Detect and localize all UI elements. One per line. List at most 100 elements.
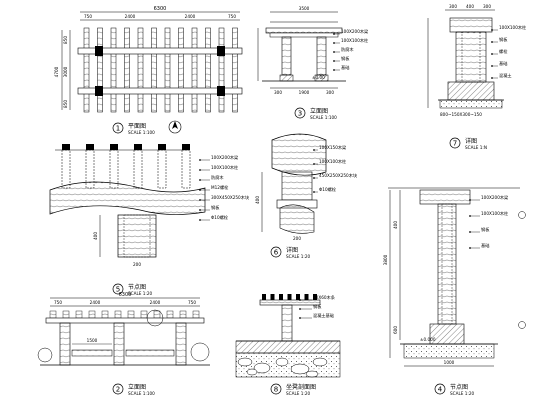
plan-slat <box>83 27 90 113</box>
sec8-slats <box>262 294 317 300</box>
beam-rafter <box>61 149 71 189</box>
sec8-slat <box>304 294 309 300</box>
beam-rafter-cap <box>134 144 142 150</box>
side-rafter <box>192 310 200 319</box>
sec8-number: 8 <box>274 386 278 394</box>
leader-note: 100X100木柱 <box>211 164 239 171</box>
leader-note: 100X200木梁 <box>341 28 369 35</box>
sec8-slat <box>296 294 300 300</box>
sec8-scale: SCALE 1:20 <box>286 391 310 396</box>
leader-note: Φ10螺栓 <box>211 214 229 221</box>
front-title: 立面图 <box>310 107 328 115</box>
plan-slat <box>124 27 130 113</box>
leader-note: 基础 <box>499 60 507 67</box>
gravel-stone <box>237 357 253 367</box>
detail7-bottom: 800~150X300~150 <box>440 112 482 117</box>
sec8-slat <box>262 294 266 300</box>
leader-note: 100X200木梁 <box>211 154 239 161</box>
detail7-number: 7 <box>453 140 457 148</box>
detail-6: 400 200 100X150木梁100X100木柱450X250X250木块Φ… <box>255 133 358 259</box>
beam-rafter <box>133 149 143 189</box>
beam5-notes: 100X200木梁100X100木柱防腐木M12螺栓300X450X250木块钢… <box>199 154 250 221</box>
sec4-height-1: 3800 <box>383 254 388 265</box>
sec4-width-dim: 1000 <box>444 360 455 365</box>
leader-note: 钢板 <box>313 303 322 310</box>
beam-5-main <box>49 181 206 215</box>
plan-post <box>95 46 103 56</box>
beam-rafter-cap <box>158 144 166 150</box>
front-column <box>316 36 327 76</box>
gravel-stone <box>275 357 289 367</box>
front-number: 3 <box>298 110 302 118</box>
detail7-dim-2: 400 <box>466 4 474 9</box>
sec8-slat <box>279 294 283 300</box>
gravel-stone <box>246 368 258 376</box>
leader-note: 防腐木 <box>211 174 224 181</box>
side-bench-dim: 1500 <box>87 338 98 343</box>
beam-rafter <box>181 149 191 189</box>
plan-slat <box>151 27 157 113</box>
plan-slat <box>178 27 184 113</box>
detail7-dim-3: 300 <box>483 4 491 9</box>
side-rafter <box>49 310 57 319</box>
side-dim-1: 750 <box>54 300 62 305</box>
leader-note: 300X450X250木块 <box>211 194 250 201</box>
front-column <box>281 36 292 76</box>
leader-note: 450X250X250木块 <box>319 172 358 179</box>
front-elevation-mark: ±0.00 <box>312 75 325 80</box>
leader-note: 螺栓 <box>499 48 508 55</box>
leader-note: 100X200木梁 <box>481 194 509 201</box>
leader-note: 钢板 <box>211 204 220 211</box>
leader-note: 基础 <box>481 242 489 249</box>
beam-slats <box>61 144 191 189</box>
leader-note: 100X100木柱 <box>341 37 369 44</box>
sec4-number: 4 <box>438 386 443 394</box>
leader-note: 钢板 <box>481 226 490 233</box>
leader-note: 钢板 <box>341 55 350 62</box>
detail6-number: 6 <box>274 249 279 257</box>
side-number: 2 <box>116 386 120 394</box>
sec4-elevation-mark: ±0.000 <box>420 337 436 342</box>
plan-dim-2: 2400 <box>125 14 136 19</box>
side-rafter <box>153 310 161 319</box>
front-bottom-dim-2: 1900 <box>299 90 310 95</box>
plan-beam <box>77 87 243 95</box>
plan-side-total: 4700 <box>54 66 59 77</box>
side-rafter <box>62 310 70 319</box>
plan-number: 1 <box>116 125 120 133</box>
detail-7: 300 400 300 800~150X300~150 100X100木柱钢板螺… <box>427 4 527 150</box>
plan-slat <box>205 27 211 113</box>
sec8-stones <box>237 357 328 378</box>
sec8-title: 坐凳剖面图 <box>286 383 316 391</box>
side-rafter <box>166 310 174 319</box>
plan-total-dim: 6300 <box>154 6 167 12</box>
plan-slat <box>97 27 103 113</box>
side-rafter <box>101 310 109 319</box>
detail6-dim-1: 400 <box>255 196 260 204</box>
side-elevation-2: 6300 750 2400 2400 750 1500 2 立面图 SCALE … <box>37 292 210 396</box>
side-dim-3: 2400 <box>150 300 161 305</box>
side-scale: SCALE 1:100 <box>128 391 155 396</box>
beam5-title: 节点图 <box>128 283 146 291</box>
sec4-height-3: 600 <box>393 326 398 334</box>
plan-side-2: 3000 <box>63 66 68 77</box>
plan-post <box>217 86 225 96</box>
leader-note: 100X100木柱 <box>481 210 509 217</box>
beam-plan-5: 400 200 100X200木梁100X100木柱防腐木M12螺栓300X45… <box>49 144 250 296</box>
beam-rafter-cap <box>110 144 118 150</box>
side-dim-4: 750 <box>188 300 196 305</box>
leader-note: 基础 <box>341 64 349 71</box>
plan-side-1: 850 <box>63 36 68 44</box>
plan-beam <box>77 47 243 55</box>
leader-note: 100X150木梁 <box>319 144 347 151</box>
sec8-slat <box>287 294 292 300</box>
leader-note: 钢板 <box>499 36 508 43</box>
side-rafters <box>49 310 200 319</box>
plan-slat <box>232 27 238 113</box>
gravel-stone <box>312 357 328 367</box>
leader-note: 混凝土 <box>499 72 512 79</box>
front-bottom-dim-3: 300 <box>326 90 334 95</box>
